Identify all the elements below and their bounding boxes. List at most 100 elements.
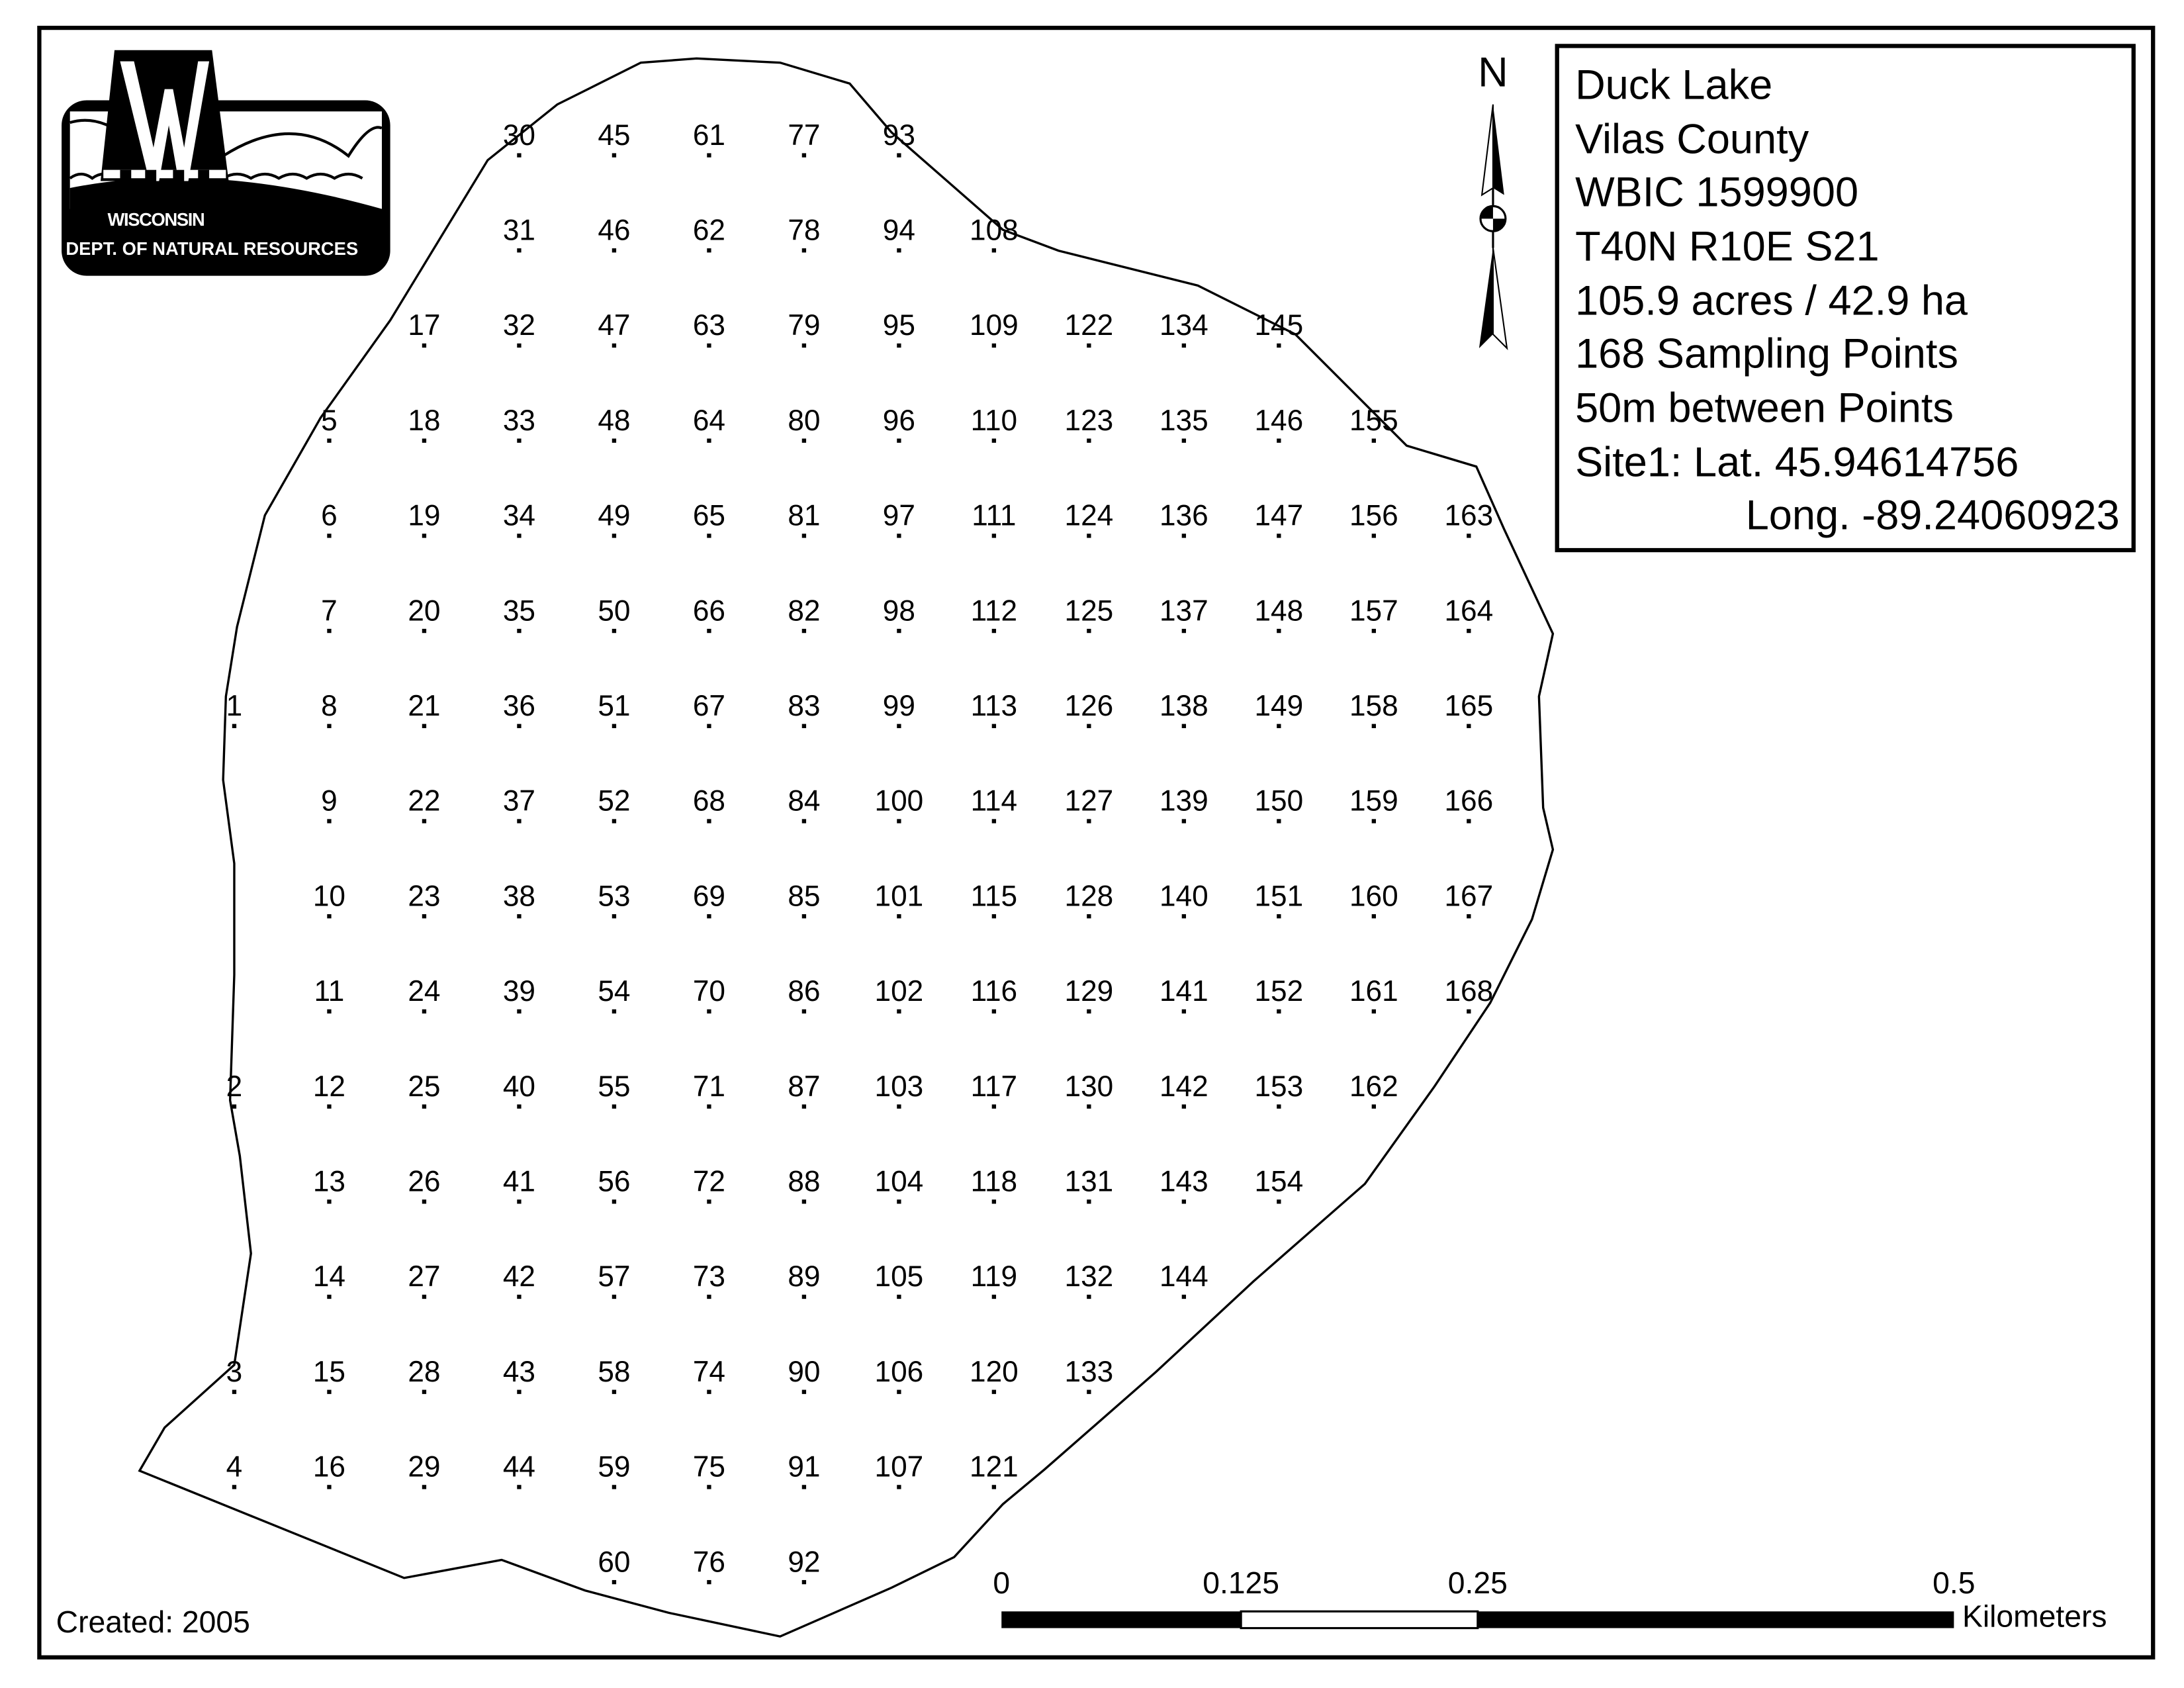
sampling-point-label: 72	[693, 1166, 725, 1198]
sampling-point-marker	[1181, 914, 1187, 919]
sampling-point-marker	[801, 1485, 807, 1489]
sampling-point-label: 166	[1444, 785, 1493, 818]
sampling-point-label: 37	[503, 785, 535, 818]
sampling-point-label: 4	[226, 1451, 243, 1483]
scale-tick-3: 0.5	[1933, 1566, 1975, 1600]
sampling-point-marker	[1087, 1389, 1091, 1394]
sampling-point-marker	[707, 248, 711, 253]
sampling-point-label: 88	[788, 1166, 820, 1198]
sampling-point: 53	[598, 880, 630, 919]
sampling-point-marker	[1371, 628, 1376, 633]
sampling-point: 92	[788, 1546, 820, 1585]
sampling-point-marker	[1371, 819, 1376, 823]
sampling-point: 111	[972, 500, 1016, 538]
sampling-point-label: 80	[788, 404, 820, 437]
sampling-point-marker	[1371, 724, 1376, 728]
sampling-point-label: 61	[693, 119, 725, 152]
sampling-point: 48	[598, 404, 630, 443]
sampling-point-label: 55	[598, 1070, 630, 1103]
sampling-point-label: 57	[598, 1260, 630, 1293]
sampling-point: 145	[1255, 309, 1303, 348]
sampling-point-label: 79	[788, 309, 820, 342]
sampling-point-label: 118	[971, 1166, 1017, 1198]
sampling-point-marker	[707, 1389, 711, 1394]
sampling-point-label: 158	[1349, 690, 1398, 722]
sampling-point: 5	[321, 404, 338, 443]
sampling-point: 24	[408, 975, 441, 1014]
sampling-point: 54	[598, 975, 630, 1014]
sampling-point-marker	[612, 1009, 617, 1014]
sampling-point: 108	[970, 214, 1019, 253]
sampling-point-label: 123	[1065, 404, 1114, 437]
sampling-point-label: 111	[972, 500, 1016, 532]
sampling-point-label: 66	[693, 594, 725, 627]
sampling-point: 83	[788, 690, 820, 728]
sampling-point-label: 141	[1160, 975, 1208, 1008]
sampling-point-marker	[897, 1389, 901, 1394]
sampling-point: 72	[693, 1166, 725, 1204]
sampling-point-label: 69	[693, 880, 725, 912]
sampling-point-label: 105	[875, 1260, 924, 1293]
sampling-point-label: 152	[1255, 975, 1304, 1008]
lake-shoreline	[138, 57, 1555, 1638]
sampling-point-label: 47	[598, 309, 630, 342]
sampling-point-marker	[612, 1199, 617, 1204]
sampling-point-label: 73	[693, 1260, 725, 1293]
sampling-point-marker	[517, 248, 522, 253]
sampling-point: 121	[970, 1451, 1019, 1489]
sampling-point-marker	[1467, 819, 1471, 823]
sampling-point-marker	[232, 724, 237, 728]
sampling-point-label: 12	[313, 1070, 345, 1103]
sampling-point-marker	[1181, 1294, 1187, 1299]
sampling-point: 38	[503, 880, 535, 919]
sampling-point-marker	[897, 724, 901, 728]
sampling-point-label: 87	[788, 1070, 820, 1103]
sampling-point-marker	[707, 343, 711, 348]
sampling-point: 96	[883, 404, 915, 443]
sampling-point: 4	[226, 1451, 243, 1489]
sampling-point-label: 43	[503, 1356, 535, 1388]
sampling-point: 125	[1065, 594, 1113, 633]
scale-tick-0: 0	[993, 1566, 1010, 1600]
sampling-point-marker	[517, 438, 522, 443]
sampling-point: 46	[598, 214, 630, 253]
sampling-point-label: 29	[408, 1451, 440, 1483]
sampling-point: 151	[1255, 880, 1303, 919]
sampling-point-marker	[327, 628, 332, 633]
sampling-point-label: 91	[788, 1451, 820, 1483]
sampling-point-label: 102	[875, 975, 924, 1008]
sampling-point: 57	[598, 1260, 630, 1299]
sampling-point: 132	[1065, 1260, 1113, 1299]
sampling-point-label: 31	[503, 214, 535, 247]
sampling-point: 161	[1349, 975, 1398, 1014]
sampling-point-label: 126	[1065, 690, 1114, 722]
sampling-point: 56	[598, 1166, 630, 1204]
sampling-point: 22	[408, 785, 441, 823]
sampling-point-label: 135	[1160, 404, 1208, 437]
sampling-point-marker	[1181, 819, 1187, 823]
sampling-point-marker	[232, 1485, 237, 1489]
sampling-point-marker	[517, 628, 522, 633]
sampling-point: 19	[408, 500, 441, 538]
sampling-point-label: 149	[1255, 690, 1304, 722]
sampling-point: 139	[1160, 785, 1208, 823]
sampling-point: 51	[598, 690, 630, 728]
sampling-point: 120	[970, 1356, 1019, 1394]
sampling-point-label: 115	[971, 880, 1017, 912]
sampling-point-marker	[612, 1294, 617, 1299]
sampling-point-label: 93	[883, 119, 915, 152]
sampling-point-marker	[897, 534, 901, 538]
sampling-point-marker	[1277, 1009, 1281, 1014]
sampling-point-label: 64	[693, 404, 725, 437]
area: 105.9 acres / 42.9 ha	[1575, 277, 1968, 324]
sampling-point-label: 18	[408, 404, 440, 437]
sampling-point-label: 5	[321, 404, 338, 437]
sampling-point: 39	[503, 975, 535, 1014]
sampling-point-label: 27	[408, 1260, 440, 1293]
sampling-point-marker	[422, 914, 427, 919]
sampling-point-label: 134	[1160, 309, 1208, 342]
sampling-point: 7	[321, 594, 338, 633]
sampling-point-marker	[801, 819, 807, 823]
